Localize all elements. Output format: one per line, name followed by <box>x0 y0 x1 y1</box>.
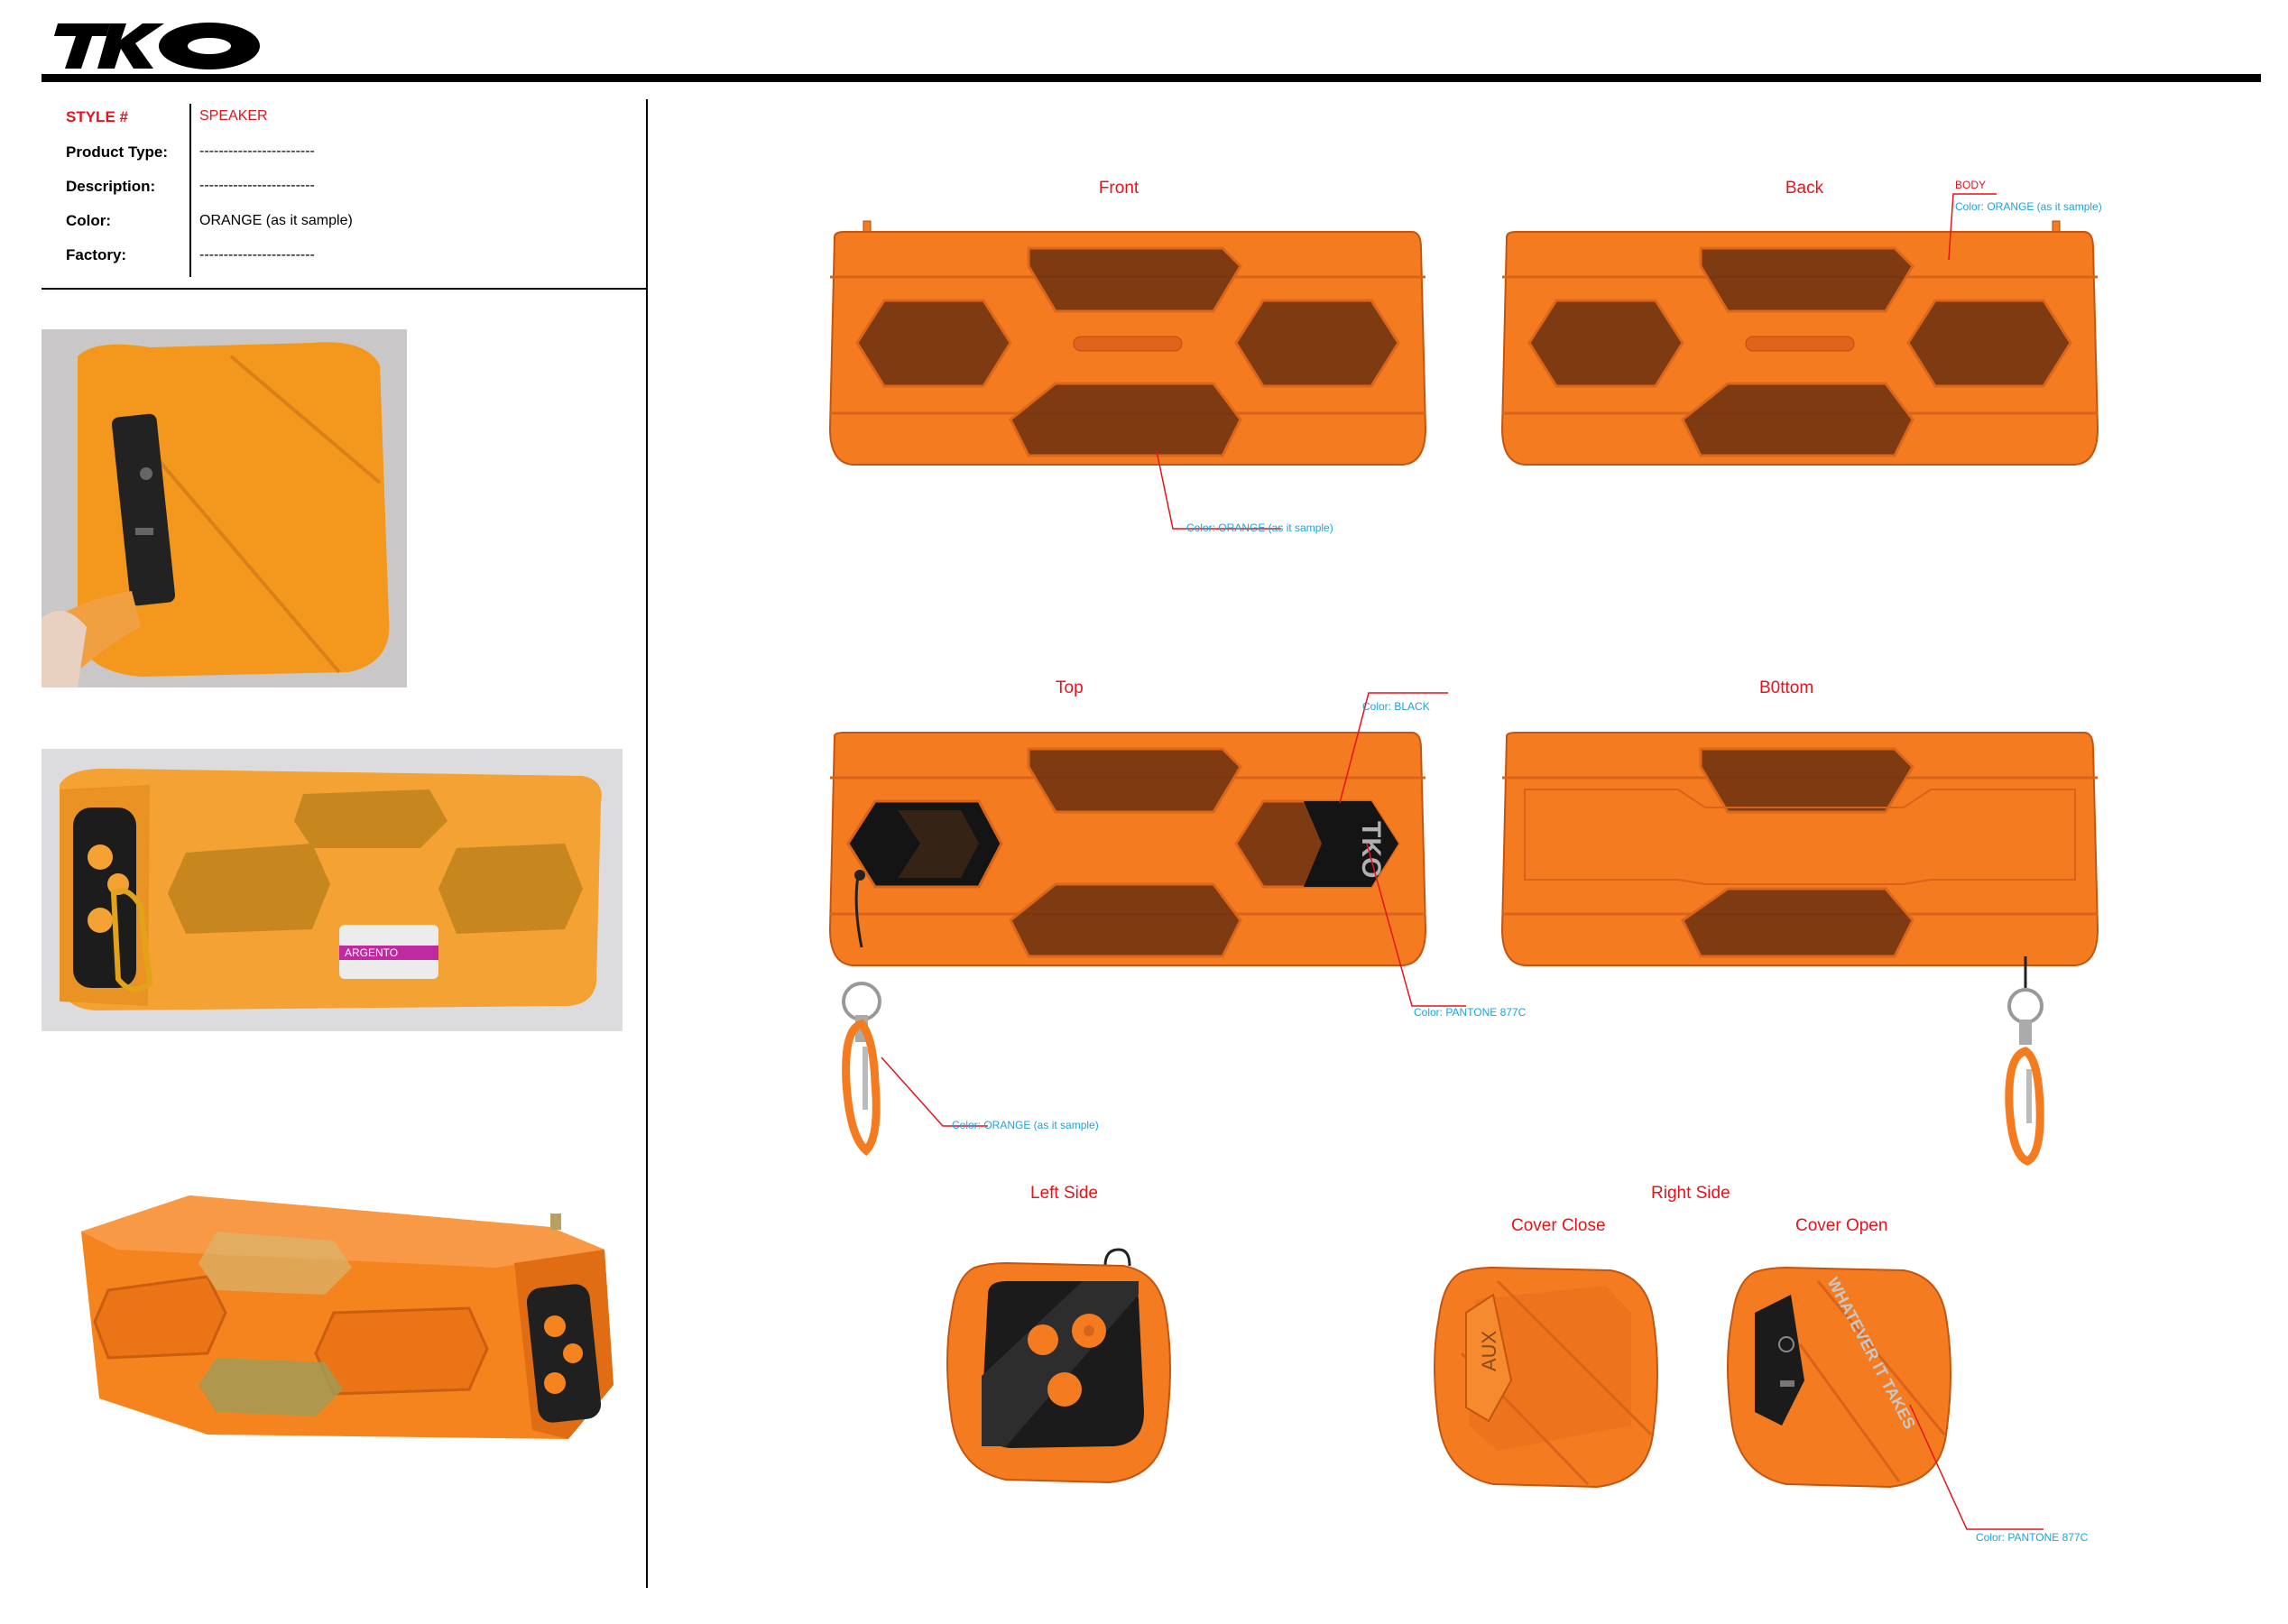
cover-open-drawing: WHATEVER IT TAKES <box>1727 1266 1951 1489</box>
note-top-black: Color: BLACK <box>1362 700 1430 713</box>
spec-value-factory: ------------------------ <box>199 247 315 263</box>
spec-label-description: Description: <box>66 178 156 195</box>
note-back-color: Color: ORANGE (as it sample) <box>1955 200 2102 213</box>
back-view-drawing <box>1500 220 2099 466</box>
cover-close-drawing: AUX <box>1434 1266 1658 1489</box>
spec-label-factory: Factory: <box>66 246 127 263</box>
note-top-pantone: Color: PANTONE 877C <box>1414 1006 1527 1019</box>
leader-back <box>1948 193 1997 261</box>
leader-front <box>1156 450 1281 530</box>
view-title-right-side: Right Side <box>1651 1184 1730 1203</box>
spec-separator <box>189 104 191 277</box>
spec-label-style: STYLE # <box>66 108 128 125</box>
leader-carabiner <box>881 1057 988 1127</box>
photo-three-quarter: ARGENTO <box>42 749 623 1031</box>
header-rule <box>42 74 2261 82</box>
photo-label-text: ARGENTO <box>345 946 398 959</box>
view-title-back: Back <box>1785 179 1824 198</box>
bottom-view-drawing <box>1500 732 2099 966</box>
view-title-bottom: B0ttom <box>1759 678 1814 697</box>
column-divider <box>646 99 648 1588</box>
spec-value-color: ORANGE (as it sample) <box>199 213 353 228</box>
front-view-drawing <box>828 220 1427 466</box>
note-top-carabiner: Color: ORANGE (as it sample) <box>952 1119 1099 1131</box>
note-right-pantone: Color: PANTONE 877C <box>1976 1531 2089 1544</box>
spec-value-style: SPEAKER <box>199 108 268 124</box>
carabiner-bottom-view <box>2005 956 2044 1166</box>
spec-value-product-type: ------------------------ <box>199 143 315 159</box>
view-title-top: Top <box>1056 678 1084 697</box>
top-view-drawing: TKO <box>828 732 1427 966</box>
note-back-body: BODY <box>1955 179 1987 191</box>
spec-label-product-type: Product Type: <box>66 143 169 161</box>
spec-bottom-rule <box>42 288 647 290</box>
aux-label: AUX <box>1478 1330 1500 1371</box>
left-side-view-drawing <box>946 1248 1171 1484</box>
device-logo-text: TKO <box>1356 821 1386 878</box>
view-title-cover-open: Cover Open <box>1795 1216 1888 1235</box>
view-title-cover-close: Cover Close <box>1511 1216 1606 1235</box>
photo-side-port <box>42 329 407 687</box>
leaders-top <box>1339 692 1466 1007</box>
leader-cover-open <box>1909 1404 2044 1530</box>
view-title-left-side: Left Side <box>1030 1184 1098 1203</box>
note-front-color: Color: ORANGE (as it sample) <box>1186 521 1333 534</box>
spec-value-description: ------------------------ <box>199 178 315 193</box>
spec-label-color: Color: <box>66 212 112 229</box>
tko-logo <box>54 23 260 69</box>
view-title-front: Front <box>1098 179 1139 198</box>
carabiner-top-view <box>842 870 881 1157</box>
render-3d-model <box>81 1195 614 1439</box>
